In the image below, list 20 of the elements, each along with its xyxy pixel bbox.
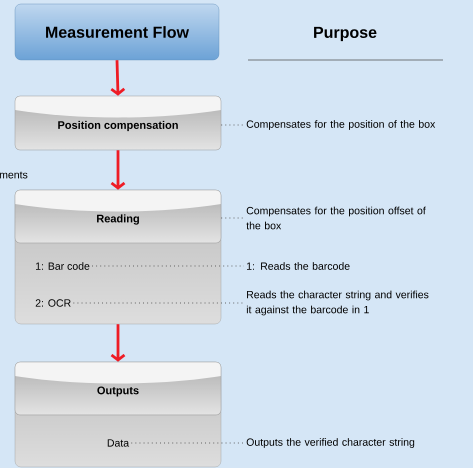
- title-box: Measurement Flow: [14, 4, 220, 60]
- process-box: Reading: [14, 190, 222, 244]
- process-box: Outputs: [14, 362, 222, 416]
- item-label: 1: Bar code: [36, 262, 90, 270]
- description-text: Compensates for the position of the box: [246, 120, 436, 130]
- leader-line: [72, 302, 244, 304]
- process-box: Position compensation: [14, 96, 222, 150]
- leader-line: [220, 124, 244, 126]
- description-text: 1: Reads the barcode: [247, 262, 350, 270]
- item-label: 2: OCR: [36, 299, 71, 307]
- item-label: Data: [108, 439, 130, 447]
- arrow: [110, 60, 126, 96]
- description-text: Compensates for the position offset of the box: [246, 206, 426, 230]
- arrow: [110, 150, 126, 190]
- cut-off-label: ments: [0, 172, 28, 178]
- leader-line: [130, 442, 244, 444]
- column-heading: Purpose: [314, 26, 376, 42]
- description-text: Reads the character string and verifies it against the barcode in 1: [246, 290, 428, 316]
- description-text: Outputs the verified character string: [246, 438, 414, 448]
- arrow: [110, 324, 126, 362]
